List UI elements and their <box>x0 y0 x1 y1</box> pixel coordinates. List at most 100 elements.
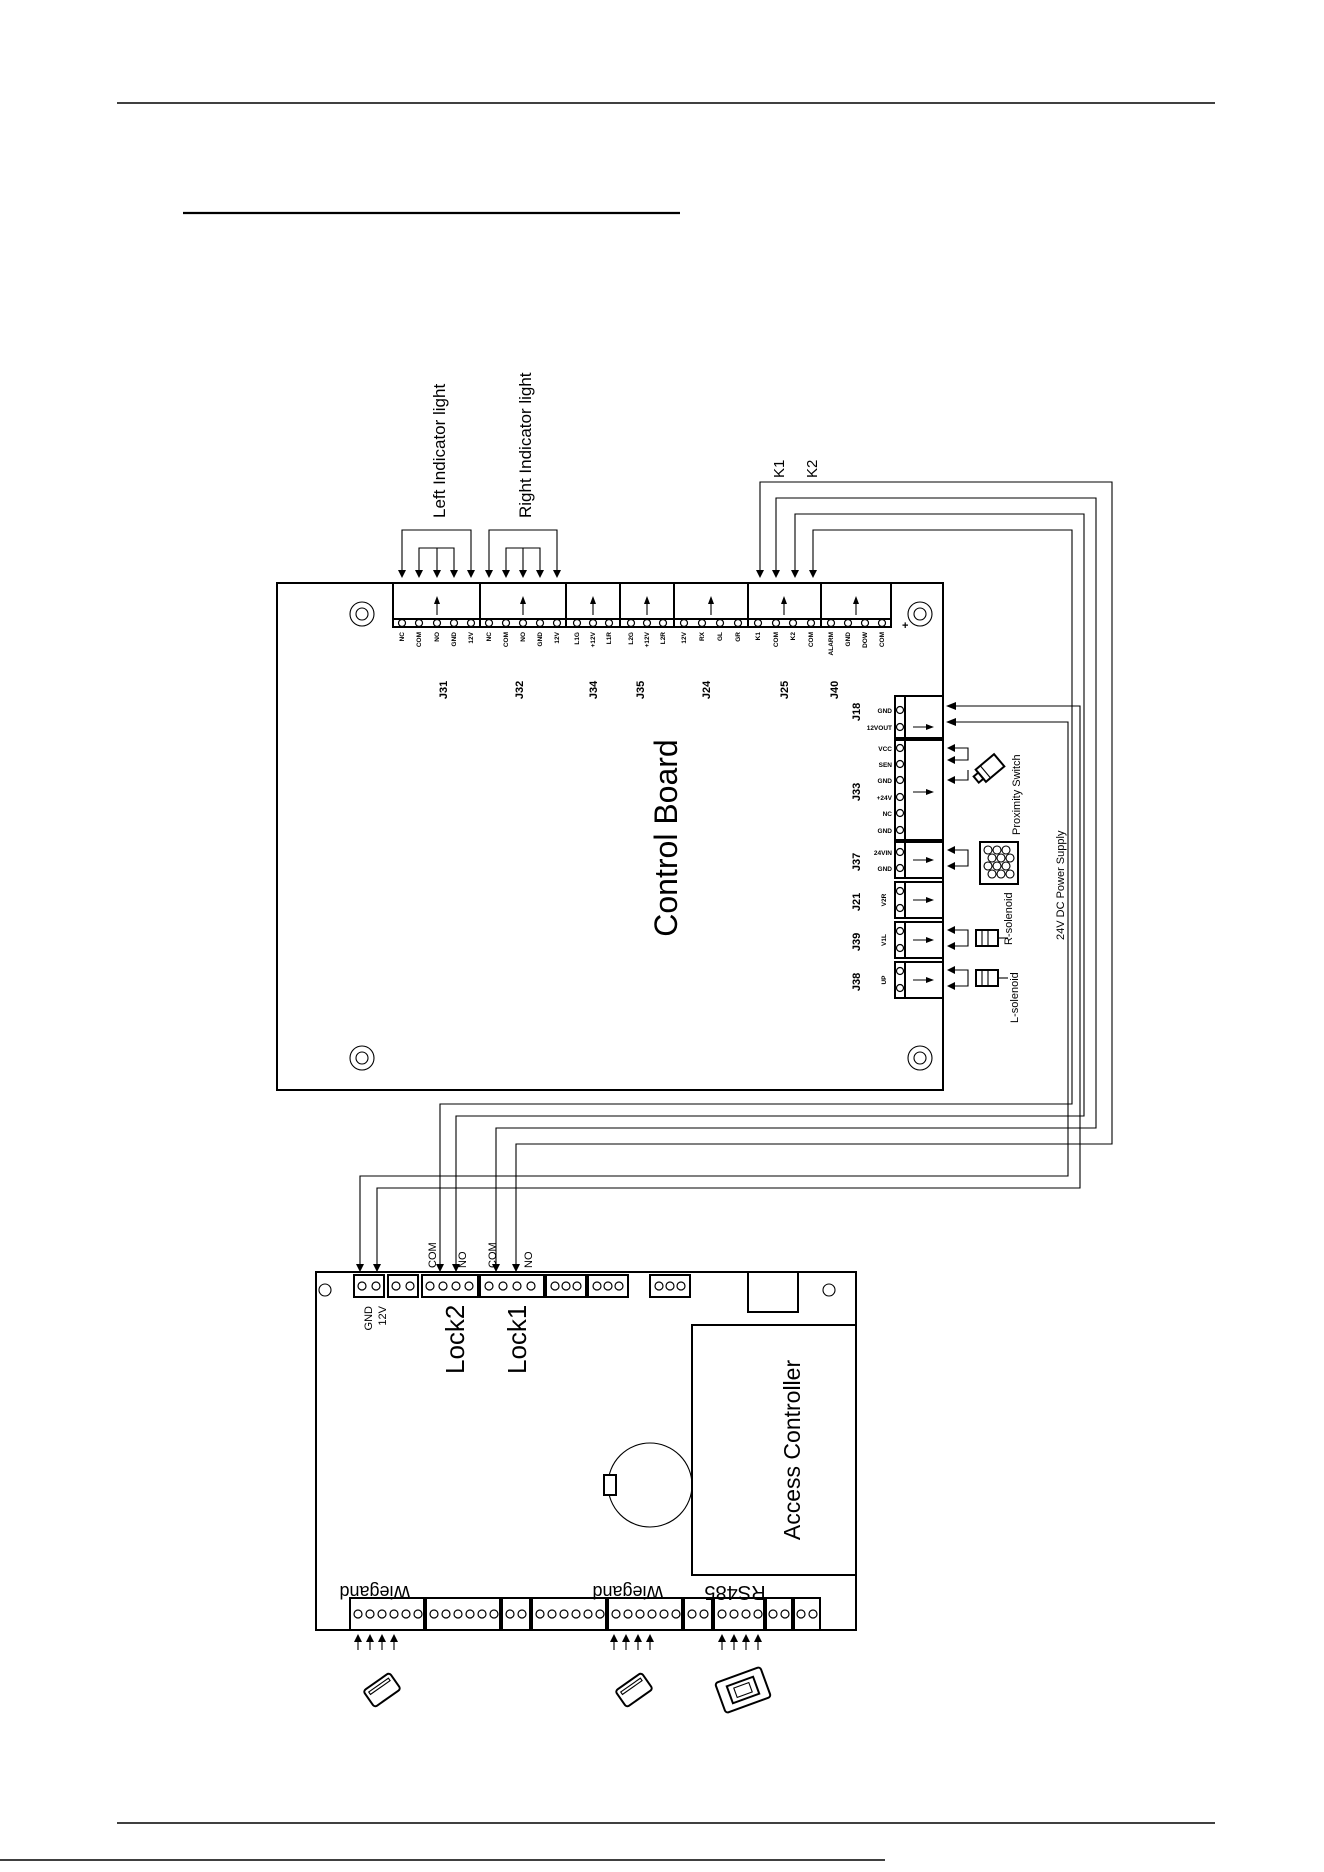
j32-label: J32 <box>514 681 526 699</box>
right-connector-names: J18 J33 J37 J21 J39 J38 <box>851 703 863 991</box>
right-pin-labels: GND 12VOUT VCC SEN GND +24V NC GND 24VIN… <box>867 708 893 985</box>
pin-j31-no: NO <box>434 632 441 642</box>
pin-j32-com: COM <box>503 632 510 647</box>
top-terminal-screws <box>397 618 887 628</box>
pin-j33-sen: SEN <box>879 762 893 769</box>
pin-j31-gnd: GND <box>451 632 458 647</box>
right-connectors <box>894 695 944 999</box>
mount-holes <box>349 601 933 1071</box>
j25-label: J25 <box>779 681 791 699</box>
pin-j31-com: COM <box>416 632 423 647</box>
l-solenoid-label: L-solenoid <box>1009 972 1021 1023</box>
pin-j34-l1g: L1G <box>574 632 581 645</box>
pin-j35-l2r: L2R <box>660 632 667 645</box>
pin-j37-24vin: 24VIN <box>874 850 892 857</box>
pin-j33-nc: NC <box>883 811 893 818</box>
pin-j18-12vout: 12VOUT <box>867 725 892 732</box>
lock1-com-label: COM <box>487 1242 499 1268</box>
pin-j31-nc: NC <box>399 632 406 642</box>
pin-j25-k2: K2 <box>790 632 797 641</box>
left-indicator-label: Left Indicator light <box>430 384 449 518</box>
ac-mount-holes <box>318 1283 836 1297</box>
pin-j21-v2r: V2R <box>881 893 888 906</box>
lock1-label: Lock1 <box>502 1305 532 1374</box>
k1-label: K1 <box>771 460 788 478</box>
right-terminal-screws <box>895 705 905 993</box>
j18-label: J18 <box>851 703 863 721</box>
j39-label: J39 <box>851 933 863 951</box>
pin-j25-k1: K1 <box>755 632 762 641</box>
pin-j38-up: UP <box>881 975 888 985</box>
wiegand-label-1: Wiegand <box>339 1582 410 1602</box>
j38-label: J38 <box>851 973 863 991</box>
pin-j32-gnd: GND <box>537 632 544 647</box>
12v-label: 12V <box>377 1305 389 1325</box>
pin-j18-gnd: GND <box>878 708 893 715</box>
indicator-wires <box>398 529 561 578</box>
pin-j35-12v: +12V <box>644 631 651 647</box>
top-pin-labels: NC COM NO GND 12V NC COM NO GND 12V L1G … <box>399 631 886 655</box>
j24-label: J24 <box>701 680 713 699</box>
pin-j40-dow: DOW <box>862 631 869 648</box>
r-solenoid-icon <box>947 926 1008 950</box>
proximity-switch-label: Proximity Switch <box>1011 754 1023 835</box>
access-controller-title: Access Controller <box>779 1360 805 1541</box>
pin-j40-com: COM <box>879 632 886 647</box>
pin-j33-gnd2: GND <box>878 828 893 835</box>
j33-label: J33 <box>851 783 863 801</box>
lock2-com-label: COM <box>427 1242 439 1268</box>
pin-j33-24v: +24V <box>877 795 893 802</box>
lock2-label: Lock2 <box>440 1305 470 1374</box>
right-indicator-label: Right Indicator light <box>516 372 535 518</box>
ac-top-connectors <box>353 1271 799 1313</box>
l-solenoid-icon <box>947 966 1008 990</box>
pin-j24-12v: 12V <box>681 631 688 643</box>
plus-label: + <box>902 620 908 632</box>
pin-j34-l1r: L1R <box>606 632 613 645</box>
card-reader-icon-1 <box>363 1672 401 1708</box>
control-board <box>276 582 944 1091</box>
pin-j40-alarm: ALARM <box>828 632 835 655</box>
j35-label: J35 <box>635 681 647 699</box>
j37-label: J37 <box>851 853 863 871</box>
pin-j25-com2: COM <box>808 632 815 647</box>
pin-j24-rx: RX <box>699 631 706 641</box>
pin-j37-gnd: GND <box>878 866 893 873</box>
pin-j39-v1l: V1L <box>881 934 888 946</box>
pin-j32-nc: NC <box>486 632 493 642</box>
pin-j33-gnd1: GND <box>878 778 893 785</box>
pin-j31-12v: 12V <box>468 631 475 643</box>
power-supply-label: 24V DC Power Supply <box>1055 830 1067 940</box>
pin-j35-l2g: L2G <box>628 632 635 645</box>
j31-label: J31 <box>438 681 450 699</box>
control-board-title: Control Board <box>648 739 684 936</box>
pin-j34-12v: +12V <box>590 631 597 647</box>
top-connector-names: J31 J32 J34 J35 J24 J25 J40 <box>438 680 841 699</box>
ac-bottom-connectors <box>349 1597 821 1631</box>
battery-icon <box>603 1442 693 1528</box>
rs485-label: RS485 <box>704 1581 765 1603</box>
pin-j33-vcc: VCC <box>878 746 892 753</box>
pin-j32-no: NO <box>520 632 527 642</box>
access-controller-module <box>691 1324 857 1576</box>
reader-wires <box>354 1634 762 1650</box>
lock2-no-label: NO <box>457 1251 469 1268</box>
wiegand-label-2: Wiegand <box>592 1582 663 1602</box>
pin-j24-gl: GL <box>717 632 724 641</box>
j34-label: J34 <box>588 680 600 699</box>
proximity-switch-icon <box>947 744 1006 785</box>
pin-j25-com1: COM <box>773 632 780 647</box>
k2-label: K2 <box>804 460 821 478</box>
r-solenoid-label: R-solenoid <box>1003 892 1015 945</box>
power-supply-icon <box>947 841 1019 885</box>
j40-label: J40 <box>829 681 841 699</box>
rs485-device-icon <box>714 1666 772 1714</box>
j21-label: J21 <box>851 893 863 911</box>
gnd-label: GND <box>363 1306 375 1331</box>
pin-j40-gnd: GND <box>845 632 852 647</box>
pin-j32-12v: 12V <box>554 631 561 643</box>
pin-j24-gr: GR <box>735 632 742 642</box>
card-reader-icon-2 <box>615 1672 653 1708</box>
interconnect-wires <box>356 481 1113 1272</box>
